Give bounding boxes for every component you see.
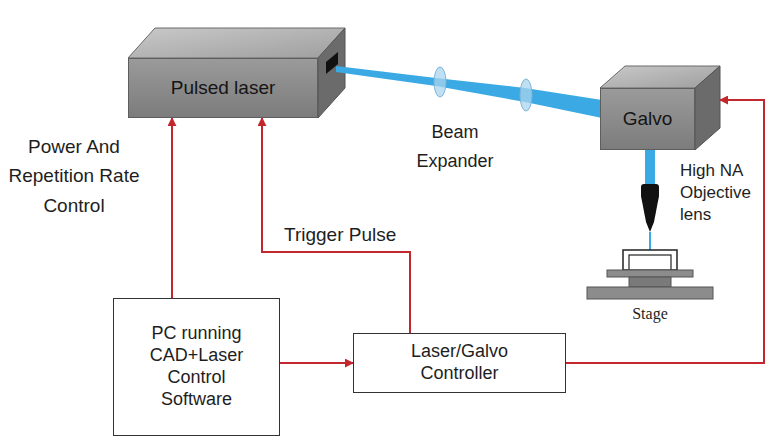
- signal-connector: [171, 118, 173, 298]
- down-beam: [645, 150, 655, 186]
- node-text: Galvo: [623, 107, 673, 130]
- node-text: Stage: [585, 304, 715, 324]
- signal-connector: [280, 362, 353, 364]
- expander-lens: [520, 79, 532, 111]
- edge-label: Trigger Pulse: [284, 224, 414, 247]
- laser-top-face: [128, 28, 345, 58]
- process-box: Laser/Galvo Controller: [353, 333, 566, 393]
- annotation-label: Beam Expander: [398, 118, 512, 176]
- objective-body: [641, 184, 659, 198]
- galvo-side-face: [695, 66, 720, 150]
- laser-side-face: [318, 28, 345, 118]
- expander-lens: [434, 67, 446, 97]
- laser-beam: [336, 66, 436, 86]
- objective-nose: [641, 196, 659, 232]
- laser-beam-expanded: [436, 78, 602, 118]
- stage: Stage: [585, 246, 715, 330]
- node-text: Pulsed laser: [171, 76, 276, 99]
- node-text: Laser/Galvo Controller: [395, 341, 525, 385]
- annotation-label: High NA Objective lens: [680, 160, 770, 226]
- process-box: PC running CAD+Laser Control Software: [113, 298, 280, 436]
- galvo-box: Galvo: [600, 88, 695, 150]
- node-text: PC running CAD+Laser Control Software: [136, 323, 258, 411]
- laser-box: Pulsed laser: [128, 58, 318, 118]
- edge-label: Power And Repetition Rate Control: [8, 132, 140, 220]
